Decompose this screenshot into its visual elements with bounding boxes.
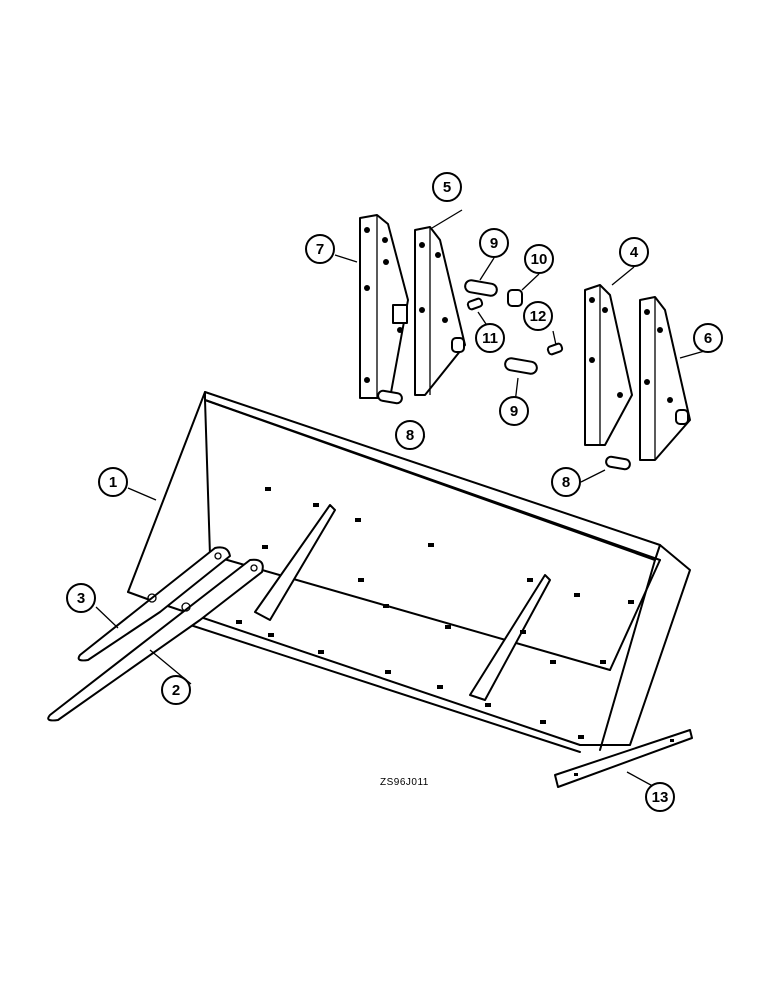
callout-6: 6 bbox=[693, 323, 723, 353]
callout-4: 4 bbox=[619, 237, 649, 267]
callout-10: 10 bbox=[524, 244, 554, 274]
small-hardware bbox=[377, 279, 631, 471]
callout-2: 2 bbox=[161, 675, 191, 705]
callout-9a: 9 bbox=[479, 228, 509, 258]
tooth-bars bbox=[47, 546, 264, 722]
callout-12: 12 bbox=[523, 301, 553, 331]
figure-code: ZS96J011 bbox=[380, 777, 429, 788]
callout-8b: 8 bbox=[551, 467, 581, 497]
callout-7: 7 bbox=[305, 234, 335, 264]
callout-9b: 9 bbox=[499, 396, 529, 426]
bucket bbox=[127, 391, 691, 753]
callout-3: 3 bbox=[66, 583, 96, 613]
callout-1: 1 bbox=[98, 467, 128, 497]
callout-11: 11 bbox=[475, 323, 505, 353]
mount-brackets-left bbox=[359, 214, 466, 399]
wear-strip bbox=[554, 729, 693, 788]
callout-5: 5 bbox=[432, 172, 462, 202]
callout-8a: 8 bbox=[395, 420, 425, 450]
callout-13: 13 bbox=[645, 782, 675, 812]
mount-brackets-right bbox=[584, 284, 691, 461]
